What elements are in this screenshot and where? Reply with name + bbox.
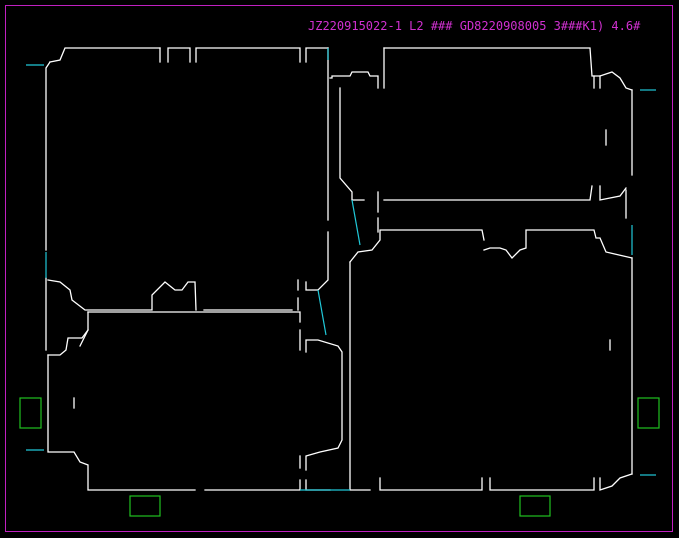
marker-bottom-right — [519, 495, 551, 517]
board-bottom-right — [349, 229, 633, 491]
board-bottom-left — [47, 311, 343, 491]
cyan-vert-2 — [317, 289, 327, 336]
board-outlines — [45, 47, 633, 491]
header-label: JZ220915022-1 L2 ### GD8220908005 3###K1… — [308, 19, 641, 33]
cyan-vert-1 — [351, 199, 361, 246]
marker-left — [19, 397, 42, 429]
board-top-left — [45, 47, 329, 351]
tooling-markers — [19, 397, 660, 517]
fiducial-lines — [26, 48, 656, 491]
board-top-right — [329, 47, 633, 233]
marker-bottom-left — [129, 495, 161, 517]
marker-right — [637, 397, 660, 429]
panel-border — [5, 5, 673, 532]
